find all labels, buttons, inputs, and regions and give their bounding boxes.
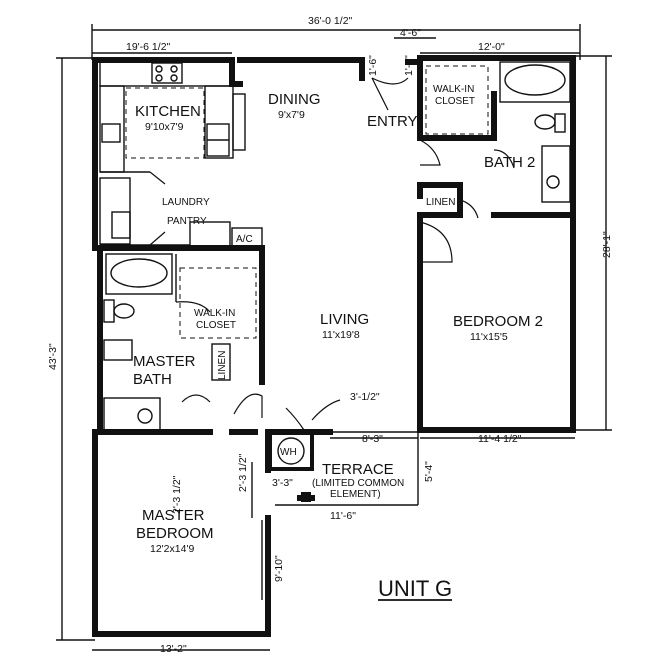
kitchen-size: 9'10x7'9 bbox=[145, 121, 184, 133]
bath-fixtures bbox=[103, 61, 571, 431]
wh-label: WH bbox=[280, 447, 297, 458]
bath2-width-label: 12'-0" bbox=[478, 41, 505, 53]
doors bbox=[175, 77, 515, 431]
master-tub-icon bbox=[110, 258, 168, 288]
living-size: 11'x19'8 bbox=[322, 329, 360, 341]
master-bath-line2: BATH bbox=[133, 371, 172, 388]
living-label: LIVING bbox=[320, 311, 369, 328]
entry-label: ENTRY bbox=[367, 113, 418, 130]
dimension-labels: 36'-0 1/2" 19'-6 1/2" 4'-6" 12'-0" 1'-6"… bbox=[47, 15, 613, 654]
terrace-note-line1: (LIMITED COMMON bbox=[312, 478, 404, 489]
wh-width-label: 3'-3" bbox=[272, 477, 293, 489]
overall-height-label: 43'-3" bbox=[47, 343, 59, 370]
master-bedroom-size: 12'2x14'9 bbox=[150, 543, 194, 555]
walkin-closet-1-line1: WALK-IN bbox=[433, 84, 474, 95]
kitchen-width-label: 19'-6 1/2" bbox=[126, 41, 171, 53]
laundry-label: LAUNDRY bbox=[162, 197, 210, 208]
bedroom2-width-label: 11'-4 1/2" bbox=[478, 433, 522, 445]
dining-label: DINING bbox=[268, 91, 321, 108]
pantry-label: PANTRY bbox=[167, 216, 207, 227]
bedroom2-label: BEDROOM 2 bbox=[453, 313, 543, 330]
master-bedroom-line2: BEDROOM bbox=[136, 525, 214, 542]
toilet-icon bbox=[534, 114, 556, 130]
dining-size: 9'x7'9 bbox=[278, 109, 305, 121]
walkin-closet-1-line2: CLOSET bbox=[435, 96, 475, 107]
linen-2-label: LINEN bbox=[217, 351, 228, 380]
entry-b-label: 1'-6" bbox=[403, 55, 415, 76]
entry-a-label: 1'-6" bbox=[367, 55, 379, 76]
water-heater-icon bbox=[277, 437, 305, 465]
master-width-label: 13'-2" bbox=[160, 643, 187, 654]
windows bbox=[261, 431, 418, 600]
kitchen-label: KITCHEN bbox=[135, 103, 201, 120]
terrace-note-line2: ELEMENT) bbox=[330, 489, 381, 500]
unit-name: UNIT G bbox=[378, 576, 452, 601]
entry-width-label: 4'-6" bbox=[400, 27, 421, 39]
dimension-lines bbox=[56, 24, 612, 651]
kitchen-fixtures bbox=[99, 59, 246, 246]
terrace-width-label: 11'-6" bbox=[330, 510, 356, 522]
step-a-label: 2'-3 1/2" bbox=[237, 453, 249, 492]
step-b-label: 2'-3 1/2" bbox=[171, 475, 183, 514]
linen-1-label: LINEN bbox=[426, 197, 455, 208]
master-bath-line1: MASTER bbox=[133, 353, 196, 370]
bedroom2-size: 11'x15'5 bbox=[470, 331, 508, 343]
bath2-label: BATH 2 bbox=[484, 154, 535, 171]
ac-label: A/C bbox=[236, 234, 253, 245]
terrace-depth-label: 5'-4" bbox=[423, 461, 435, 482]
terrace-a-label: 3'-1/2" bbox=[350, 391, 380, 403]
stove-icon bbox=[151, 62, 183, 84]
terrace-b-label: 8'-3" bbox=[362, 433, 383, 445]
window-label: 9'-10" bbox=[273, 555, 285, 582]
tub-icon bbox=[504, 64, 566, 96]
overall-width-label: 36'-0 1/2" bbox=[308, 15, 353, 27]
room-labels: KITCHEN 9'10x7'9 DINING 9'x7'9 ENTRY WAL… bbox=[133, 84, 543, 601]
walls bbox=[92, 55, 576, 637]
master-bedroom-line1: MASTER bbox=[142, 507, 205, 524]
walkin-closet-2-line2: CLOSET bbox=[196, 320, 236, 331]
terrace-label: TERRACE bbox=[322, 461, 394, 478]
walkin-closet-2-line1: WALK-IN bbox=[194, 308, 235, 319]
right-height-label: 28'-1" bbox=[601, 231, 613, 258]
